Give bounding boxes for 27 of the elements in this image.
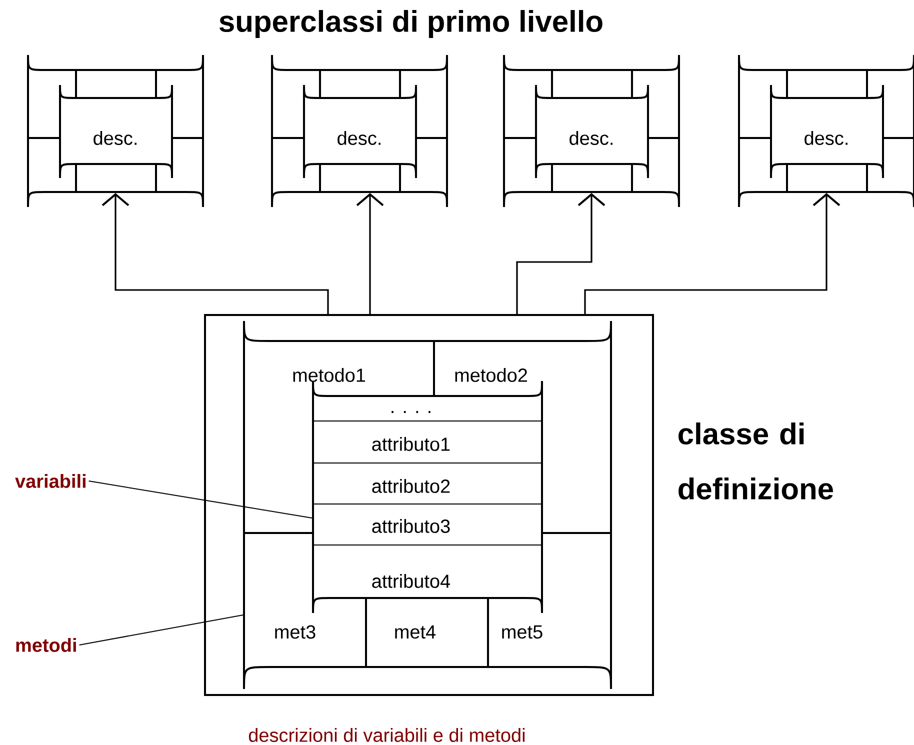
arrow bbox=[584, 193, 840, 314]
arrow bbox=[102, 193, 329, 314]
superclass-box: desc. bbox=[271, 55, 448, 207]
method-cell: met4 bbox=[365, 599, 436, 666]
method-ring bbox=[243, 320, 612, 690]
attribute-text: . . . . bbox=[392, 411, 430, 414]
method-cell: met3 bbox=[275, 625, 316, 639]
node-label: classe di definizione bbox=[678, 422, 834, 500]
title: superclassi di primo livello bbox=[220, 10, 602, 38]
arrow bbox=[516, 193, 606, 314]
attribute-text: attributo1 bbox=[372, 437, 450, 451]
superclass-box: desc. bbox=[738, 55, 914, 207]
side-label: variabili bbox=[15, 474, 86, 488]
superclass-box: desc. bbox=[27, 55, 204, 207]
method-cell: metodo1 bbox=[293, 340, 435, 396]
arrow bbox=[356, 193, 384, 314]
side-label: metodi bbox=[16, 638, 76, 652]
attribute-text: attributo2 bbox=[372, 479, 450, 493]
attribute-text: attributo4 bbox=[372, 574, 450, 588]
caption: descrizioni di variabili e di metodi bbox=[248, 728, 524, 742]
superclass-box: desc. bbox=[503, 55, 680, 207]
method-cell: met5 bbox=[487, 599, 542, 666]
method-cell: metodo2 bbox=[455, 368, 527, 382]
attribute-text: attributo3 bbox=[372, 519, 450, 533]
leader-line bbox=[88, 480, 312, 518]
attribute-core bbox=[312, 380, 543, 614]
leader-line bbox=[78, 614, 244, 646]
